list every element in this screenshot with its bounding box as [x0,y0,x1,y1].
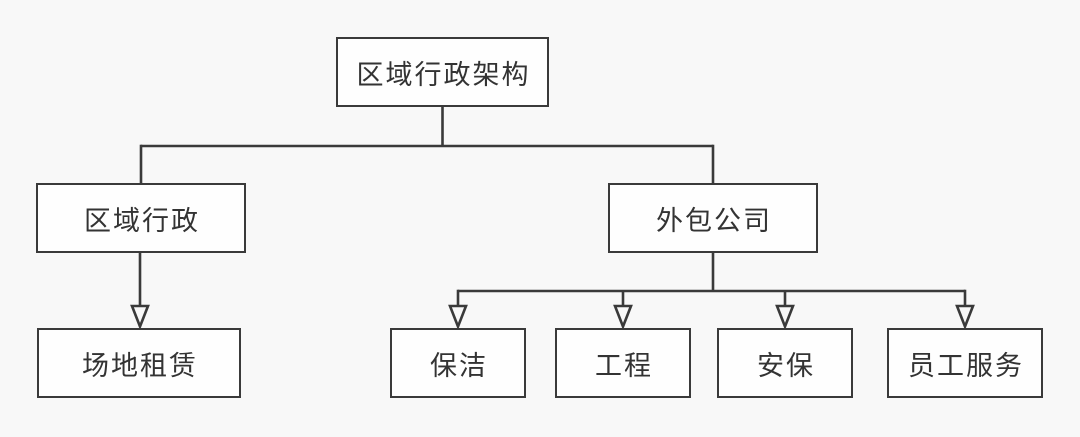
node-engineering: 工程 [555,328,691,398]
node-root: 区域行政架构 [336,37,549,107]
node-cleaning: 保洁 [390,328,526,398]
node-regional-admin-label: 区域行政 [84,205,200,237]
node-root-label: 区域行政架构 [356,59,531,91]
node-cleaning-label: 保洁 [430,350,488,382]
arrowhead-staff-services [955,304,975,331]
node-engineering-label: 工程 [595,350,653,382]
node-site-leasing-label: 场地租赁 [82,350,198,382]
node-security: 安保 [717,328,853,398]
arrowhead-cleaning [448,304,468,331]
arrowhead-site-leasing [130,304,150,331]
arrowhead-engineering [613,304,633,331]
node-security-label: 安保 [757,350,815,382]
node-staff-services-label: 员工服务 [908,350,1024,382]
node-staff-services: 员工服务 [887,328,1043,398]
arrowhead-security [775,304,795,331]
node-site-leasing: 场地租赁 [37,328,241,398]
node-outsourcing-company: 外包公司 [608,183,818,253]
node-regional-admin: 区域行政 [36,183,246,253]
node-outsourcing-company-label: 外包公司 [656,205,772,237]
